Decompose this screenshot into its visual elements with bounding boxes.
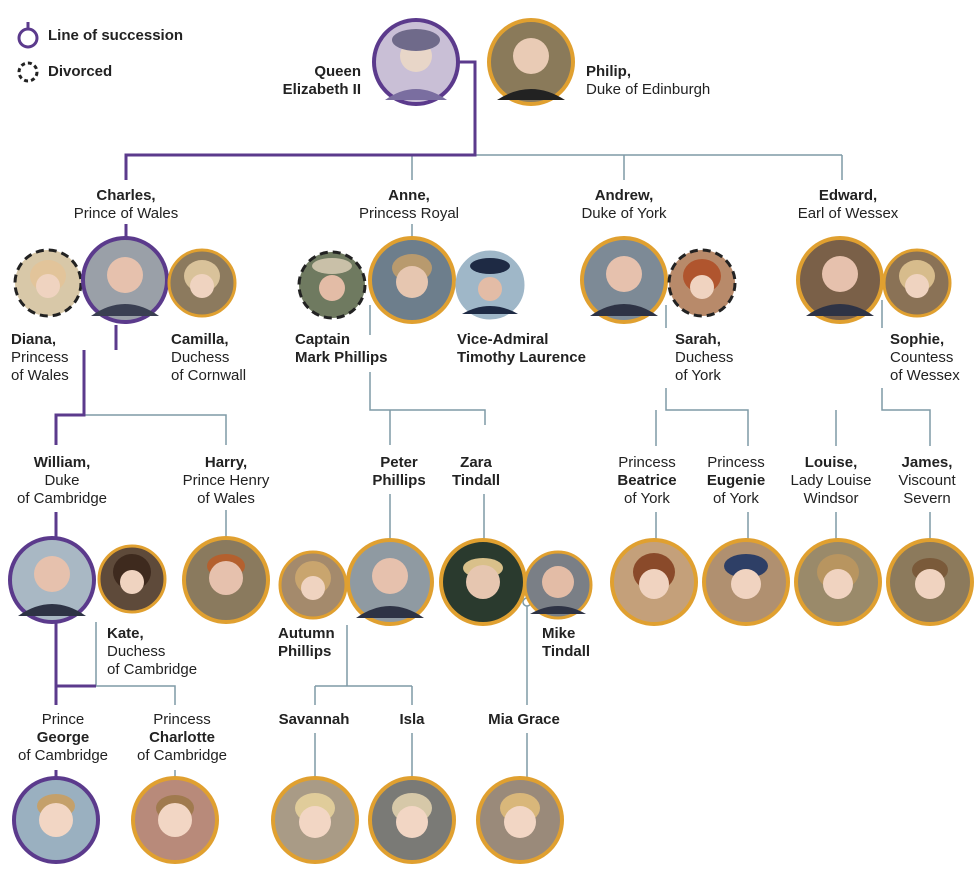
label-philip: Philip, Duke of Edinburgh [586, 63, 711, 98]
label-mike: Mike Tindall [542, 625, 591, 660]
legend-divorced: Divorced [48, 63, 113, 80]
label-autumn: Autumn Phillips [278, 625, 335, 660]
succession-lines [54, 60, 477, 778]
label-savannah: Savannah [278, 711, 350, 728]
label-anne: Anne, Princess Royal [358, 187, 460, 222]
label-edward: Edward, Earl of Wessex [797, 187, 899, 222]
portrait-mia [476, 776, 564, 864]
label-peter: Peter Phillips [372, 454, 426, 489]
label-queen: Queen Elizabeth II [282, 63, 361, 98]
label-george: Prince George of Cambridge [17, 711, 109, 764]
label-kate: Kate, Duchess of Cambridge [107, 625, 198, 678]
portrait-eugenie [702, 538, 790, 626]
connector-lines [84, 154, 931, 780]
label-andrew: Andrew, Duke of York [581, 187, 667, 222]
label-charlotte: Princess Charlotte of Cambridge [136, 711, 228, 764]
label-mia: Mia Grace [488, 711, 560, 728]
portrait-louise [794, 538, 882, 626]
label-beatrice: Princess Beatrice of York [617, 454, 677, 507]
portrait-mark [297, 250, 367, 320]
label-camilla: Camilla, Duchess of Cornwall [171, 331, 247, 384]
label-louise: Louise, Lady Louise Windsor [790, 454, 872, 507]
label-charles: Charles, Prince of Wales [73, 187, 179, 222]
portrait-mike [523, 550, 593, 620]
portrait-charles [81, 236, 169, 324]
portrait-charlotte [131, 776, 219, 864]
portrait-james [886, 538, 974, 626]
portrait-zara [439, 538, 527, 626]
label-eugenie: Princess Eugenie of York [706, 454, 766, 507]
label-timothy: Vice-Admiral Timothy Laurence [457, 331, 586, 366]
label-zara: Zara Tindall [451, 454, 501, 489]
portrait-beatrice [610, 538, 698, 626]
label-james: James, Viscount Severn [898, 454, 956, 507]
portrait-peter [346, 538, 434, 626]
portrait-sarah [667, 248, 737, 318]
divorced-legend-icon [17, 61, 39, 83]
portrait-savannah [271, 776, 359, 864]
label-diana: Diana, Princess of Wales [11, 331, 69, 384]
portrait-camilla [167, 248, 237, 318]
portrait-diana [13, 248, 83, 318]
portrait-autumn [278, 550, 348, 620]
label-isla: Isla [399, 711, 425, 728]
portrait-kate [97, 544, 167, 614]
portrait-andrew [580, 236, 668, 324]
portrait-william [8, 536, 96, 624]
legend-succession: Line of succession [48, 27, 184, 44]
portrait-philip [487, 18, 575, 106]
portrait-anne [368, 236, 456, 324]
portrait-edward [796, 236, 884, 324]
succession-legend-icon [17, 27, 39, 49]
portrait-queen [372, 18, 460, 106]
label-sarah: Sarah, Duchess of York [675, 331, 734, 384]
label-william: William, Duke of Cambridge [16, 454, 108, 507]
portrait-george [12, 776, 100, 864]
portrait-harry [182, 536, 270, 624]
portrait-isla [368, 776, 456, 864]
label-mark: Captain Mark Phillips [295, 331, 388, 366]
label-sophie: Sophie, Countess of Wessex [890, 331, 960, 384]
label-harry: Harry, Prince Henry of Wales [182, 454, 270, 507]
portrait-sophie [882, 248, 952, 318]
portrait-timothy [455, 250, 525, 320]
